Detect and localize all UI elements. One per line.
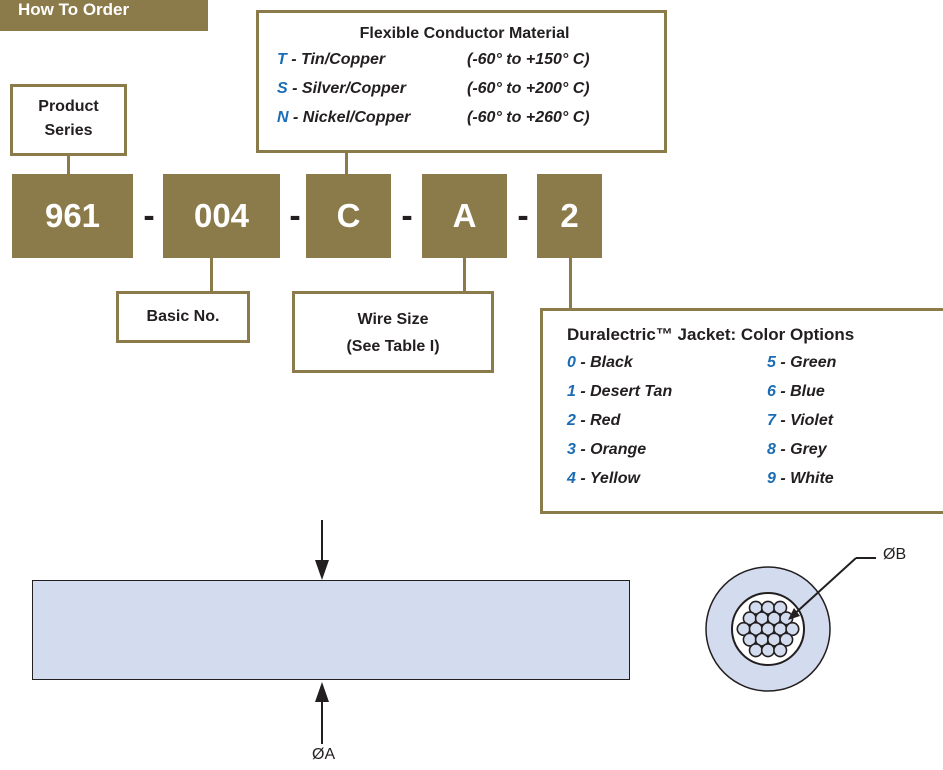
wire-side-view xyxy=(32,580,630,680)
color-name: - Grey xyxy=(775,441,827,458)
color-option: 7 - Violet xyxy=(767,406,836,435)
color-code: 7 xyxy=(767,412,776,429)
color-option: 0 - Black xyxy=(567,348,767,377)
color-code: 6 xyxy=(767,383,776,400)
color-name: - Black xyxy=(575,354,633,371)
color-name: - Green xyxy=(775,354,837,371)
wire-strand xyxy=(779,632,794,647)
basic-no-box: Basic No. xyxy=(116,291,250,343)
product-series-line2: Series xyxy=(44,122,93,139)
color-code: 1 xyxy=(567,383,576,400)
color-option: 3 - Orange xyxy=(567,435,767,464)
part-segment-series: 961 xyxy=(12,174,133,258)
conductor-code: S xyxy=(277,80,288,97)
conductor-temp-range: (-60° to +150° C) xyxy=(467,51,590,68)
color-code: 4 xyxy=(567,470,576,487)
color-option: 8 - Grey xyxy=(767,435,836,464)
product-series-connector xyxy=(67,156,70,174)
wire-size-box: Wire Size (See Table I) xyxy=(292,291,494,373)
color-code: 5 xyxy=(767,354,776,371)
conductor-option-row: N - Nickel/Copper (-60° to +260° C) xyxy=(277,103,664,132)
jacket-colors-box: Duralectric™ Jacket: Color Options 0 - B… xyxy=(540,308,943,514)
dimension-a-arrows xyxy=(315,520,329,744)
conductor-name: - Silver/Copper xyxy=(287,80,406,97)
conductor-option-row: T - Tin/Copper (-60° to +150° C) xyxy=(277,45,664,74)
dimension-a-label: ØA xyxy=(312,746,336,763)
jacket-connector xyxy=(569,258,572,310)
color-option: 4 - Yellow xyxy=(567,464,767,493)
conductor-material-box: Flexible Conductor Material T - Tin/Copp… xyxy=(256,10,667,153)
conductor-code: N xyxy=(277,109,289,126)
wire-strand xyxy=(760,643,776,658)
color-option: 2 - Red xyxy=(567,406,767,435)
wire-strand xyxy=(748,643,763,658)
page-title: How To Order xyxy=(18,0,130,19)
part-segment-conductor: C xyxy=(306,174,391,258)
part-segment-wire-size: A xyxy=(422,174,507,258)
color-name: - Blue xyxy=(775,383,825,400)
part-segment-basic-no: 004 xyxy=(163,174,280,258)
part-separator: - xyxy=(289,197,301,235)
color-name: - White xyxy=(775,470,834,487)
color-name: - Red xyxy=(575,412,621,429)
part-separator: - xyxy=(517,197,529,235)
wire-size-connector-down xyxy=(463,258,466,293)
color-option: 9 - White xyxy=(767,464,836,493)
conductor-code: T xyxy=(277,51,287,68)
part-segment-jacket-color: 2 xyxy=(537,174,602,258)
conductor-name: - Nickel/Copper xyxy=(288,109,411,126)
color-code: 8 xyxy=(767,441,776,458)
conductor-option-row: S - Silver/Copper (-60° to +200° C) xyxy=(277,74,664,103)
wire-size-line1: Wire Size xyxy=(357,311,429,328)
part-separator: - xyxy=(143,197,155,235)
color-code: 0 xyxy=(567,354,576,371)
conductor-material-connector xyxy=(345,153,348,174)
color-code: 3 xyxy=(567,441,576,458)
color-option: 6 - Blue xyxy=(767,377,836,406)
conductor-name: - Tin/Copper xyxy=(286,51,386,68)
color-name: - Desert Tan xyxy=(575,383,673,400)
color-code: 2 xyxy=(567,412,576,429)
dimension-b-label: ØB xyxy=(883,546,907,563)
jacket-colors-title: Duralectric™ Jacket: Color Options xyxy=(567,325,855,344)
color-code: 9 xyxy=(767,470,776,487)
color-option: 1 - Desert Tan xyxy=(567,377,767,406)
wire-size-line2: (See Table I) xyxy=(346,338,440,355)
color-name: - Yellow xyxy=(575,470,640,487)
color-name: - Orange xyxy=(575,441,647,458)
wire-strand xyxy=(773,643,788,658)
wire-strand xyxy=(785,621,800,637)
color-name: - Violet xyxy=(775,412,834,429)
how-to-order-tab: How To Order xyxy=(0,0,208,31)
product-series-box: Product Series xyxy=(10,84,127,156)
conductor-temp-range: (-60° to +260° C) xyxy=(467,109,590,126)
conductor-temp-range: (-60° to +200° C) xyxy=(467,80,590,97)
conductor-material-title: Flexible Conductor Material xyxy=(359,25,570,42)
part-separator: - xyxy=(401,197,413,235)
basic-no-label: Basic No. xyxy=(146,308,220,325)
wire-cross-section xyxy=(705,557,876,692)
basic-no-connector xyxy=(210,258,213,292)
color-option: 5 - Green xyxy=(767,348,836,377)
product-series-line1: Product xyxy=(38,98,99,115)
wire-strand xyxy=(773,600,788,615)
